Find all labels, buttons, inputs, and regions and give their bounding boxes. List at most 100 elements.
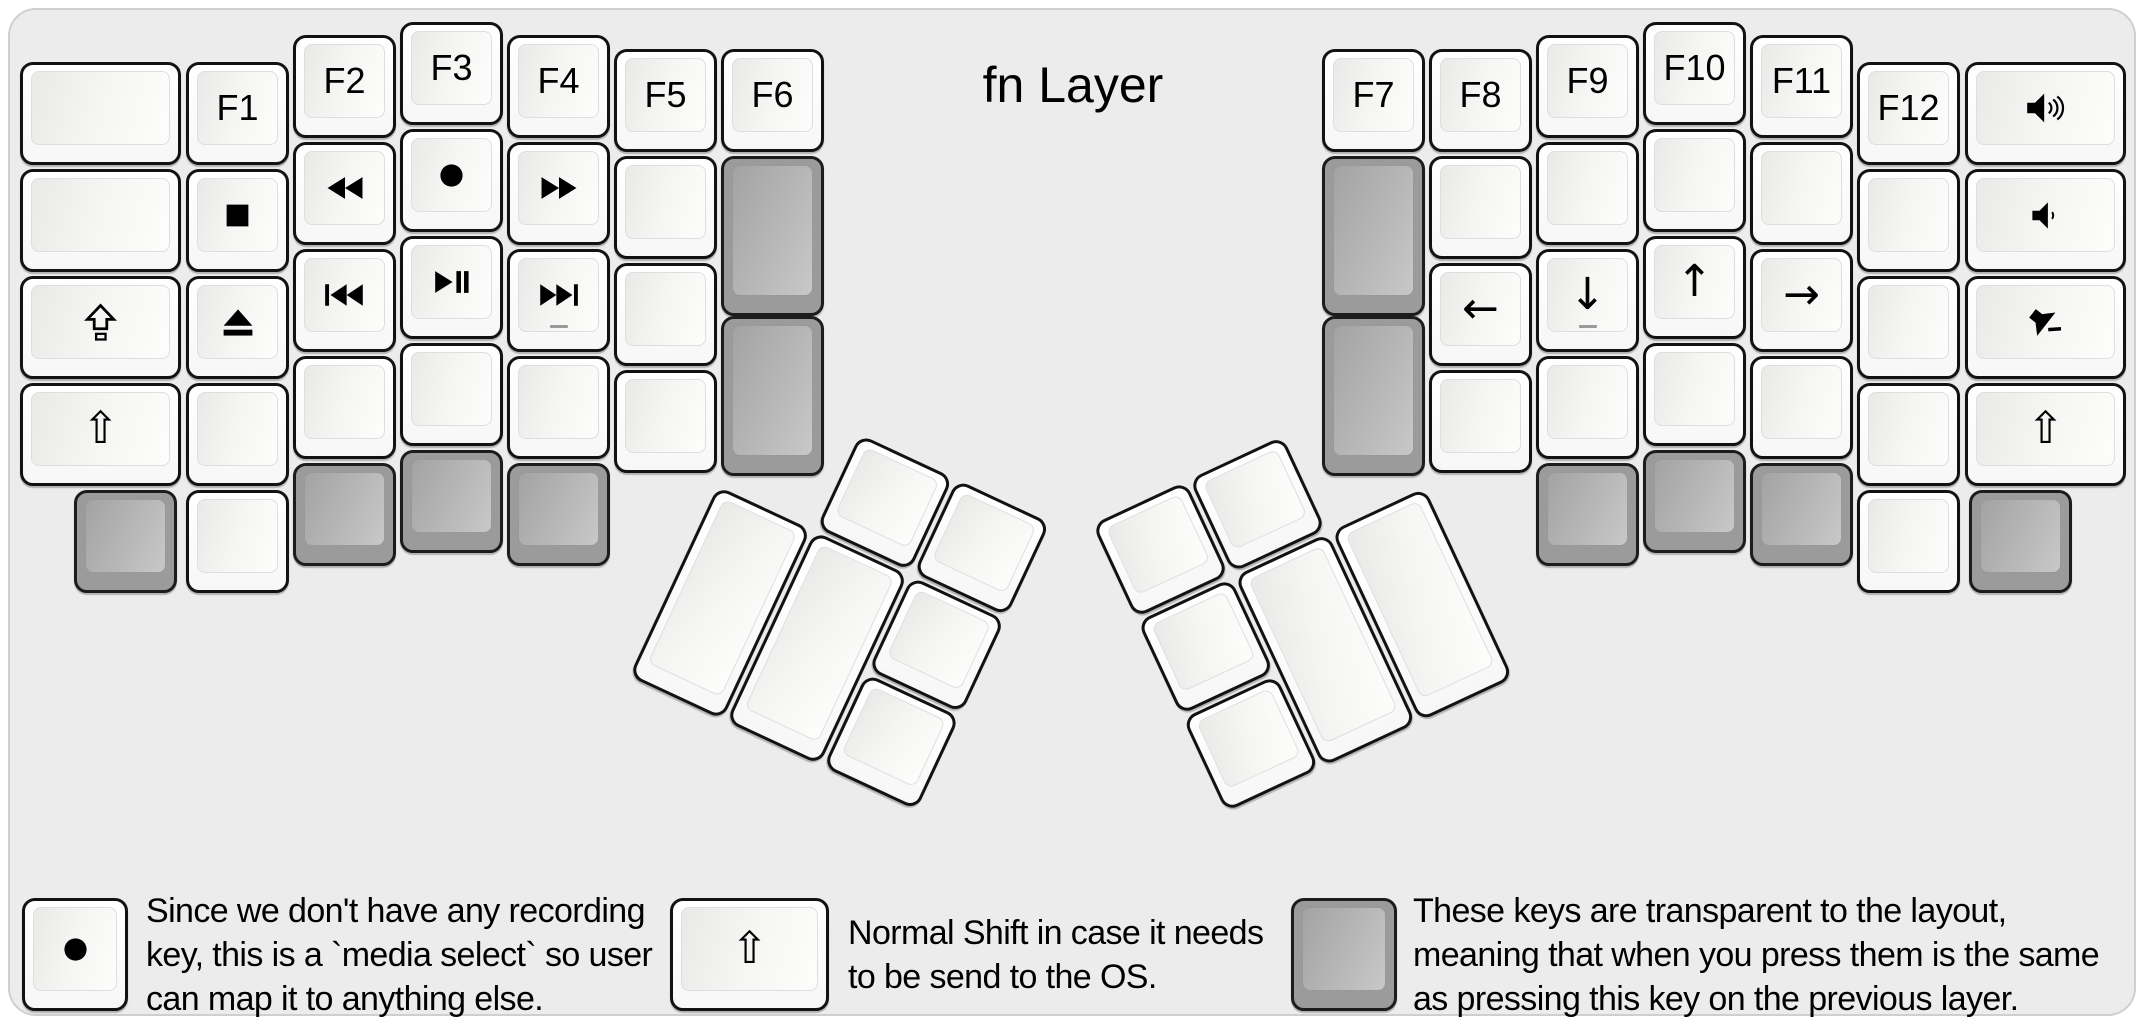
keycap-label: F9 (1566, 60, 1609, 101)
key-blank[interactable] (20, 169, 181, 272)
keycap-surface: → (1761, 258, 1842, 332)
keycap-surface (1868, 499, 1949, 573)
key-blank[interactable] (186, 383, 289, 486)
key-blank[interactable] (614, 370, 717, 473)
key-transparent[interactable] (74, 490, 177, 593)
key-fast-forward[interactable] (507, 142, 610, 245)
key-blank[interactable] (293, 356, 396, 459)
key-transparent[interactable] (293, 463, 396, 566)
keycap-surface (1976, 285, 2115, 359)
keycap-surface (518, 472, 599, 546)
key-blank[interactable] (1750, 142, 1853, 245)
key-arrow-left[interactable]: ← (1429, 263, 1532, 366)
keycap-surface: ↓ (1547, 258, 1628, 332)
legend-key-media-select[interactable] (22, 898, 128, 1011)
legend-line: Normal Shift in case it needs (848, 914, 1264, 952)
keycap-label: F4 (537, 60, 580, 101)
key-mute[interactable] (1965, 276, 2126, 379)
keycap-surface (304, 258, 385, 332)
key-blank[interactable] (1536, 142, 1639, 245)
key-caps-lock[interactable] (20, 276, 181, 379)
key-f8[interactable]: F8 (1429, 49, 1532, 152)
keycap-surface: ⇧ (1976, 392, 2115, 466)
key-eject[interactable] (186, 276, 289, 379)
key-blank[interactable] (1857, 383, 1960, 486)
key-blank[interactable] (1857, 276, 1960, 379)
key-transparent[interactable] (1322, 156, 1425, 316)
key-blank[interactable] (1429, 370, 1532, 473)
key-f5[interactable]: F5 (614, 49, 717, 152)
key-f6[interactable]: F6 (721, 49, 824, 152)
legend-line: These keys are transparent to the layout… (1413, 892, 2007, 930)
keycap-surface (1868, 392, 1949, 466)
key-blank[interactable] (186, 490, 289, 593)
keycap-surface (1980, 499, 2061, 573)
key-shift-left[interactable]: ⇧ (20, 383, 181, 486)
key-arrow-up[interactable]: ↑ (1643, 236, 1746, 339)
key-transparent[interactable] (507, 463, 610, 566)
key-blank[interactable] (1857, 490, 1960, 593)
key-record[interactable] (400, 129, 503, 232)
key-f9[interactable]: F9 (1536, 35, 1639, 138)
keycap-glyph: ↑ (1676, 256, 1713, 307)
keycap-label: F8 (1459, 74, 1502, 115)
key-play-pause[interactable] (400, 236, 503, 339)
keycap-label: F12 (1877, 87, 1940, 128)
keycap-label: F1 (216, 87, 259, 128)
key-next-track[interactable] (507, 249, 610, 352)
key-blank[interactable] (507, 356, 610, 459)
keycap-surface (1302, 907, 1386, 991)
legend-key-transparent[interactable] (1291, 898, 1397, 1011)
key-f1[interactable]: F1 (186, 62, 289, 165)
key-blank[interactable] (1536, 356, 1639, 459)
key-stop[interactable] (186, 169, 289, 272)
key-shift-right[interactable]: ⇧ (1965, 383, 2126, 486)
key-transparent[interactable] (1969, 490, 2072, 593)
key-volume-up[interactable] (1965, 62, 2126, 165)
playpause-icon (433, 270, 470, 294)
keycap-surface: F3 (411, 31, 492, 105)
key-blank[interactable] (400, 343, 503, 446)
keycap-surface (732, 325, 813, 456)
keycap-surface (411, 352, 492, 426)
key-transparent[interactable] (721, 316, 824, 476)
key-f4[interactable]: F4 (507, 35, 610, 138)
key-arrow-right[interactable]: → (1750, 249, 1853, 352)
key-f3[interactable]: F3 (400, 22, 503, 125)
keycap-glyph: → (1783, 269, 1820, 320)
keycap-glyph: ⇧ (731, 923, 768, 974)
legend-text: These keys are transparent to the layout… (1413, 892, 2100, 1018)
key-arrow-down[interactable]: ↓ (1536, 249, 1639, 352)
key-blank[interactable] (1643, 129, 1746, 232)
keycap-surface (1547, 151, 1628, 225)
front-legend-dash (549, 325, 568, 328)
keycap-surface (197, 285, 278, 359)
key-volume-down[interactable] (1965, 169, 2126, 272)
key-blank[interactable] (1750, 356, 1853, 459)
key-transparent[interactable] (721, 156, 824, 316)
key-transparent[interactable] (400, 450, 503, 553)
key-blank[interactable] (614, 156, 717, 259)
key-f10[interactable]: F10 (1643, 22, 1746, 125)
key-transparent[interactable] (1536, 463, 1639, 566)
key-transparent[interactable] (1643, 450, 1746, 553)
key-f7[interactable]: F7 (1322, 49, 1425, 152)
key-blank[interactable] (1643, 343, 1746, 446)
key-blank[interactable] (1857, 169, 1960, 272)
key-rewind[interactable] (293, 142, 396, 245)
legend-key-shift[interactable]: ⇧ (670, 898, 829, 1011)
key-blank[interactable] (1429, 156, 1532, 259)
key-blank[interactable] (20, 62, 181, 165)
key-f11[interactable]: F11 (1750, 35, 1853, 138)
key-f2[interactable]: F2 (293, 35, 396, 138)
key-transparent[interactable] (1750, 463, 1853, 566)
key-transparent[interactable] (1322, 316, 1425, 476)
keycap-glyph: ← (1462, 283, 1499, 334)
key-f12[interactable]: F12 (1857, 62, 1960, 165)
keycap-surface (1868, 178, 1949, 252)
keycap-surface (886, 589, 992, 691)
legend-line: meaning that when you press them is the … (1413, 936, 2100, 974)
key-prev-track[interactable] (293, 249, 396, 352)
keycap-surface: ↑ (1654, 245, 1735, 319)
key-blank[interactable] (614, 263, 717, 366)
